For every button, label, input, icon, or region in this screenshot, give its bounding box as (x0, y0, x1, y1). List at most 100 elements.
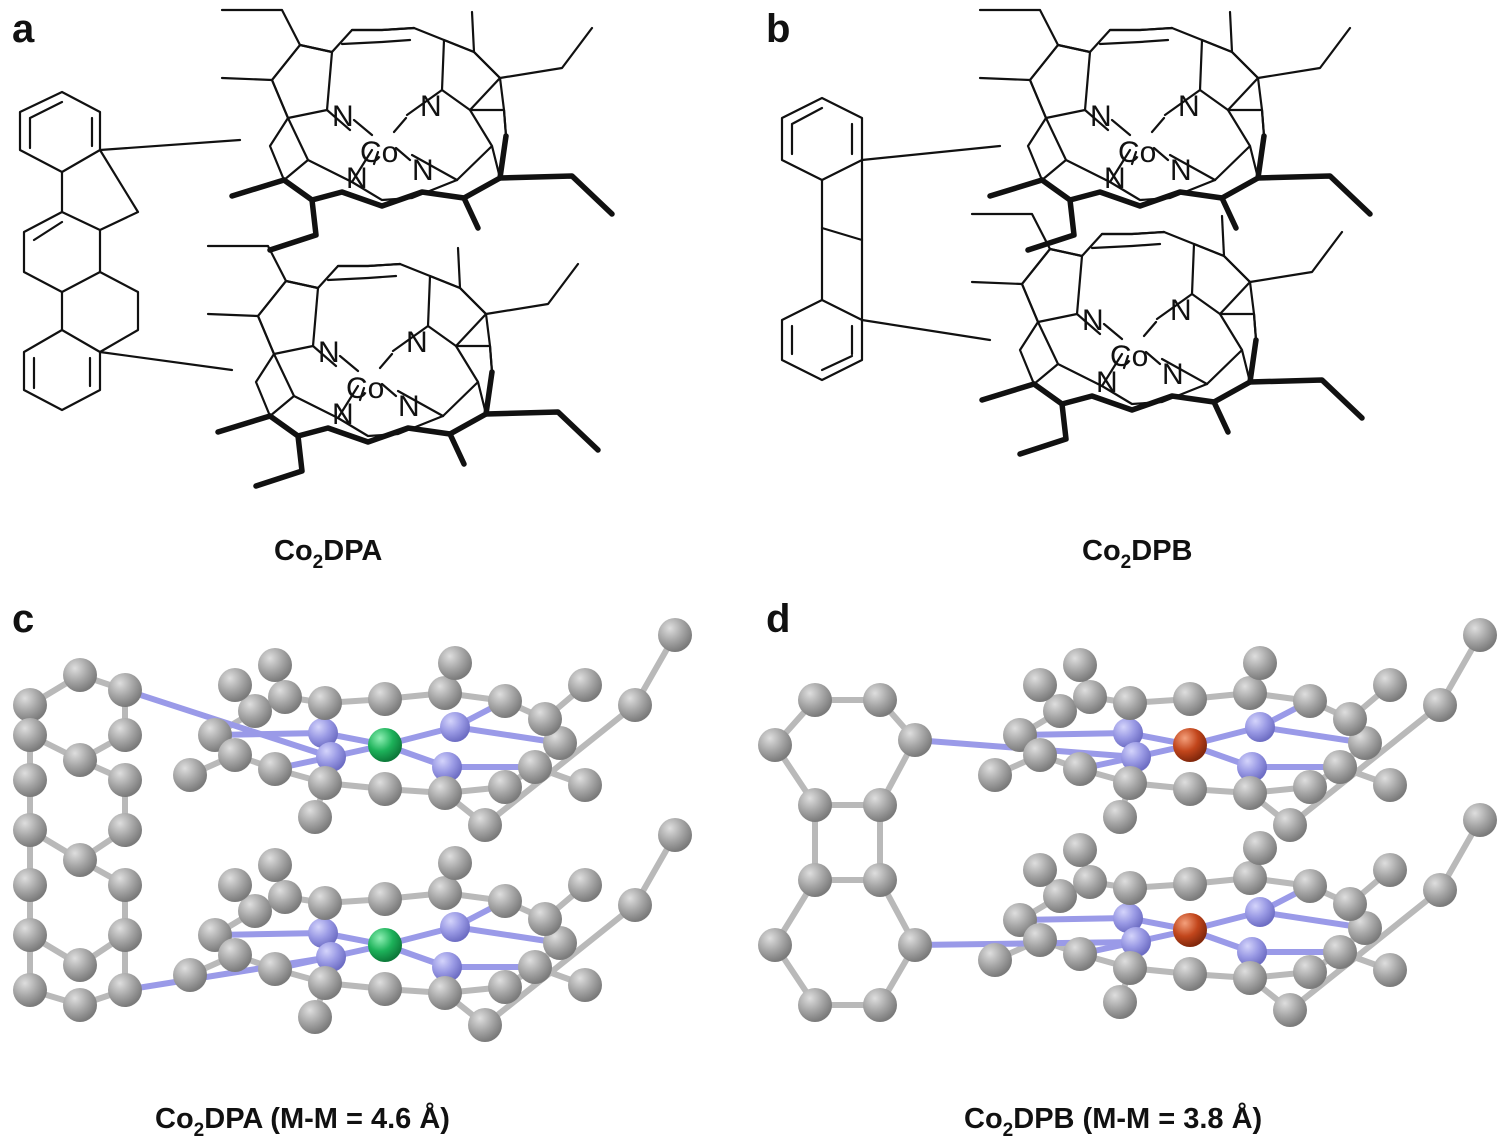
carbon-atom (428, 676, 462, 710)
carbon-atom (268, 680, 302, 714)
carbon-atom (258, 952, 292, 986)
carbon-atom (1323, 750, 1357, 784)
carbon-atom (568, 668, 602, 702)
porphyrin-bottom-a (208, 246, 598, 486)
panel-d: d Co2DPB (M-M = 3.8 Å) (758, 597, 1497, 1141)
carbon-atom (758, 928, 792, 962)
atoms (13, 618, 692, 1042)
carbon-atom (63, 988, 97, 1022)
bond-stick (122, 954, 334, 993)
cobalt-atom (368, 928, 402, 962)
carbon-atom (108, 813, 142, 847)
nitrogen-atom (316, 742, 346, 772)
panel-c: c Co2DPA (M-M = 4.6 Å) (12, 597, 692, 1141)
carbon-atom (1233, 961, 1267, 995)
carbon-atom (1423, 873, 1457, 907)
carbon-atom (468, 808, 502, 842)
carbon-atom (1293, 869, 1327, 903)
carbon-atom (1233, 861, 1267, 895)
nitrogen-atom (1245, 712, 1275, 742)
carbon-atom (1373, 853, 1407, 887)
carbon-atom (798, 788, 832, 822)
carbon-atom (1463, 618, 1497, 652)
crystal-model-dpb (758, 618, 1497, 1027)
carbon-atom (528, 902, 562, 936)
carbon-atom (863, 863, 897, 897)
carbon-atom (1173, 682, 1207, 716)
bond-stick (122, 687, 334, 760)
carbon-atom (568, 868, 602, 902)
carbon-atom (1173, 957, 1207, 991)
carbon-atom (1043, 879, 1077, 913)
carbon-atom (108, 973, 142, 1007)
carbon-atom (108, 763, 142, 797)
carbon-atom (863, 683, 897, 717)
carbon-atom (1373, 953, 1407, 987)
carbon-atom (1023, 923, 1057, 957)
carbon-atom (13, 973, 47, 1007)
carbon-atom (1333, 887, 1367, 921)
carbon-atom (108, 673, 142, 707)
carbon-atom (898, 928, 932, 962)
carbon-atom (1113, 951, 1147, 985)
carbon-atom (1073, 865, 1107, 899)
bond-stick (1287, 702, 1443, 828)
porphyrin-top-a (222, 10, 612, 250)
carbon-atom (13, 868, 47, 902)
carbon-atom (108, 868, 142, 902)
nitrogen-atom (440, 712, 470, 742)
atoms (758, 618, 1497, 1027)
carbon-atom (1063, 833, 1097, 867)
bond-stick (452, 924, 563, 946)
carbon-atom (798, 683, 832, 717)
carbon-atom (1293, 684, 1327, 718)
carbon-atom (1323, 935, 1357, 969)
cobalt-atom (1173, 728, 1207, 762)
carbon-atom (1243, 831, 1277, 865)
carbon-atom (108, 718, 142, 752)
carbon-atom (218, 668, 252, 702)
carbon-atom (618, 688, 652, 722)
carbon-atom (1113, 686, 1147, 720)
porphyrin-top-b (980, 10, 1370, 250)
carbon-atom (438, 646, 472, 680)
carbon-atom (758, 728, 792, 762)
bond-stick (1017, 915, 1131, 923)
carbon-atom (1063, 937, 1097, 971)
carbon-atom (863, 988, 897, 1022)
carbon-atom (238, 894, 272, 928)
biphenylene-linker (780, 96, 1002, 382)
caption-c: Co2DPA (M-M = 4.6 Å) (155, 1102, 450, 1141)
carbon-atom (1023, 668, 1057, 702)
carbon-atom (258, 848, 292, 882)
nitrogen-atom (1113, 903, 1143, 933)
carbon-atom (173, 758, 207, 792)
carbon-atom (798, 863, 832, 897)
carbon-atom (218, 868, 252, 902)
nitrogen-atom (1121, 742, 1151, 772)
bond-stick (1017, 730, 1131, 738)
carbon-atom (368, 972, 402, 1006)
carbon-atom (568, 968, 602, 1002)
caption-b: Co2DPB (1082, 535, 1192, 573)
carbon-atom (1103, 800, 1137, 834)
carbon-atom (1423, 688, 1457, 722)
carbon-atom (488, 970, 522, 1004)
carbon-atom (658, 818, 692, 852)
carbon-atom (258, 752, 292, 786)
carbon-atom (13, 718, 47, 752)
carbon-atom (218, 938, 252, 972)
carbon-atom (863, 788, 897, 822)
bond-stick (482, 902, 638, 1028)
panel-a: a Co2DPA (12, 7, 612, 573)
nitrogen-atom (1237, 752, 1267, 782)
carbon-atom (1113, 871, 1147, 905)
carbon-atom (1023, 853, 1057, 887)
cobalt-atom (1173, 913, 1207, 947)
carbon-atom (1073, 680, 1107, 714)
nitrogen-atom (308, 918, 338, 948)
nitrogen-atom (1245, 897, 1275, 927)
nitrogen-atom (1121, 927, 1151, 957)
carbon-atom (1273, 993, 1307, 1027)
